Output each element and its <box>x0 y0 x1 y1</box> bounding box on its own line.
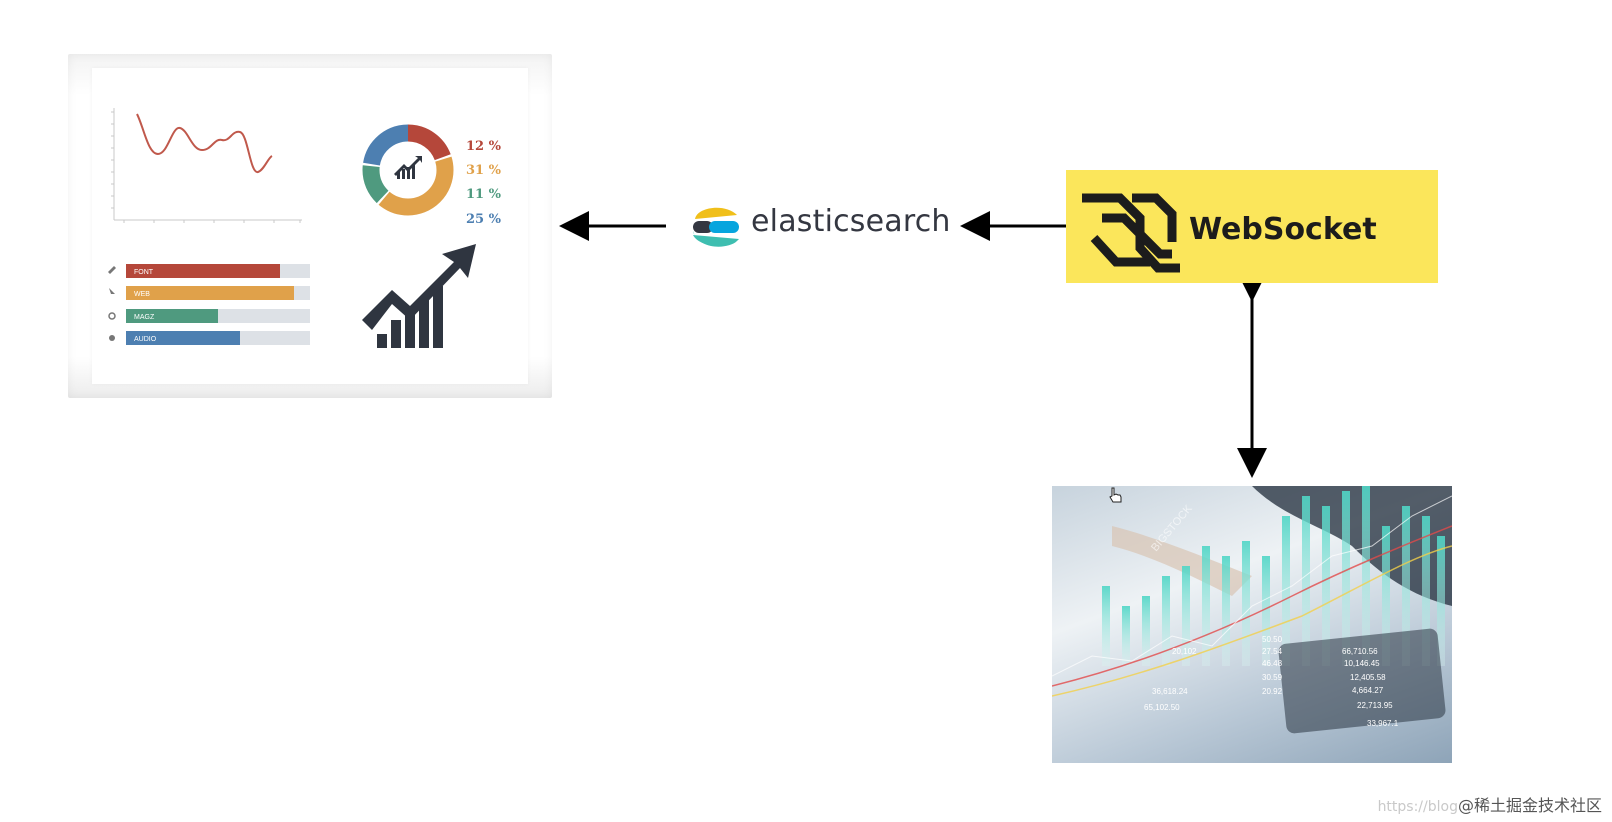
stock-number: 65,102.50 <box>1144 703 1180 712</box>
websocket-label: WebSocket <box>1189 212 1377 247</box>
bar-label: MAGZ <box>134 314 155 321</box>
mini-line-chart <box>111 108 302 223</box>
watermark-faint: https://blog <box>1377 799 1458 815</box>
bar-label: AUDIO <box>134 336 157 343</box>
progress-bars: FONT WEB MAGZ AUDIO <box>108 264 310 345</box>
percent-label: 31 % <box>466 163 502 178</box>
elasticsearch-label: elasticsearch <box>751 204 951 239</box>
pencil-icon <box>108 266 116 274</box>
hand-cursor-icon <box>1109 487 1122 503</box>
stock-number: 12,405.58 <box>1350 673 1386 682</box>
watermark-text: @稀土掘金技术社区 <box>1457 796 1602 815</box>
stock-number: 10,146.45 <box>1344 659 1380 668</box>
stock-number: 50.50 <box>1262 635 1283 644</box>
elasticsearch-logo: elasticsearch <box>677 185 960 271</box>
donut-percent-labels: 12 % 31 % 11 % 25 % <box>466 139 502 227</box>
donut-chart <box>362 124 454 216</box>
growth-icon <box>394 156 422 179</box>
dashboard-panel: 12 % 31 % 11 % 25 % FONT WEB MAGZ <box>92 68 528 384</box>
site-watermark: https://blog@稀土掘金技术社区 <box>1378 792 1602 816</box>
stock-number: 46.48 <box>1262 659 1283 668</box>
bar-label: WEB <box>134 291 150 298</box>
stock-market-graphics: 20,102 66,710.56 10,146.45 12,405.58 4,6… <box>1052 486 1452 734</box>
stock-market-image: 20,102 66,710.56 10,146.45 12,405.58 4,6… <box>1052 486 1452 763</box>
percent-label: 11 % <box>466 187 502 202</box>
elasticsearch-icon <box>693 207 739 247</box>
stock-number: 33,967.1 <box>1367 719 1399 728</box>
growth-arrow-chart <box>362 244 476 348</box>
websocket-logo: WebSocket <box>1066 170 1438 283</box>
percent-label: 25 % <box>466 212 502 227</box>
stock-number: 36,618.24 <box>1152 687 1188 696</box>
link-icon <box>108 312 116 320</box>
stock-number: 4,664.27 <box>1352 686 1384 695</box>
websocket-icon <box>1082 193 1180 273</box>
stock-number: 66,710.56 <box>1342 647 1378 656</box>
stock-number: 22,713.95 <box>1357 701 1393 710</box>
stock-number: 27.54 <box>1262 647 1283 656</box>
bar-label: FONT <box>134 269 154 276</box>
stock-number: 30.59 <box>1262 673 1283 682</box>
dashboard-image: 12 % 31 % 11 % 25 % FONT WEB MAGZ <box>68 54 552 398</box>
stock-number: 20.92 <box>1262 687 1283 696</box>
dashboard-graphics: 12 % 31 % 11 % 25 % FONT WEB MAGZ <box>108 108 502 348</box>
percent-label: 12 % <box>466 139 502 154</box>
stock-bars <box>1102 486 1445 666</box>
cursor-icon <box>109 288 115 294</box>
speaker-icon <box>109 335 115 341</box>
stock-number: 20,102 <box>1172 647 1197 656</box>
stock-numbers: 20,102 66,710.56 10,146.45 12,405.58 4,6… <box>1144 635 1399 728</box>
